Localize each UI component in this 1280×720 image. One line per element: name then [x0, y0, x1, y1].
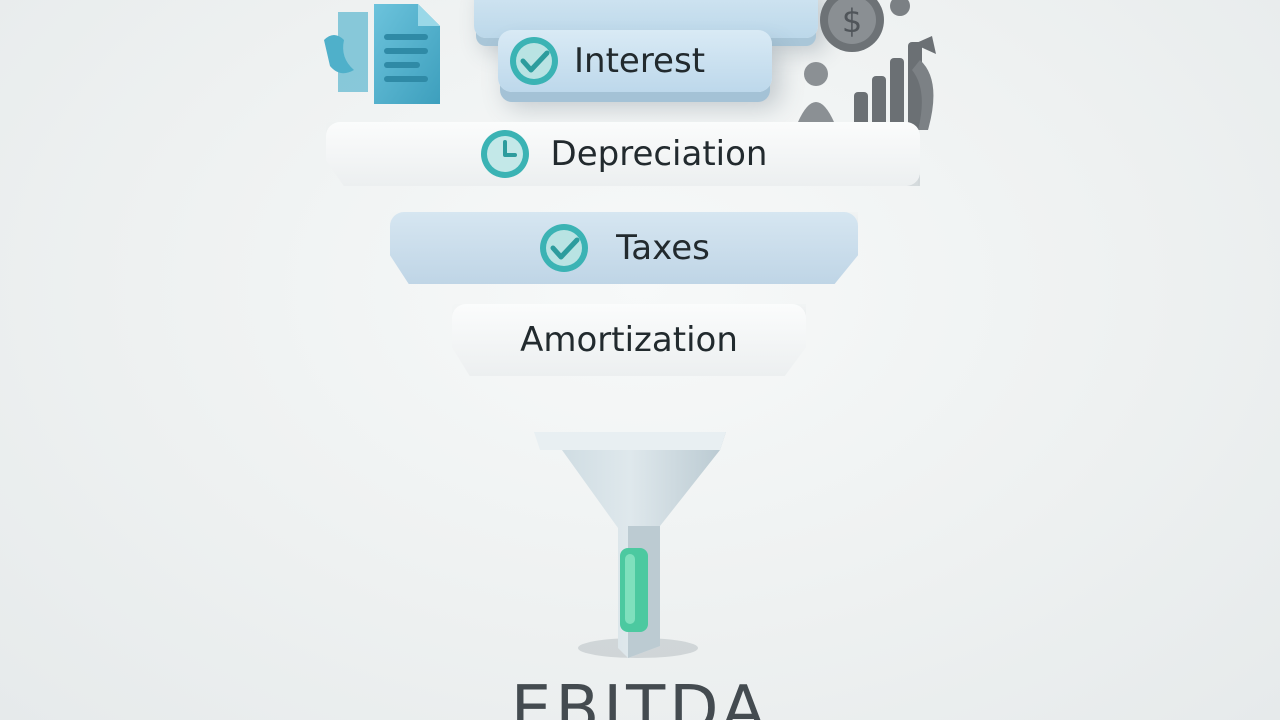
check-circle-icon [540, 224, 589, 272]
document-icon [324, 4, 440, 104]
clock-icon [480, 130, 529, 178]
funnel-spout [534, 432, 726, 658]
funnel-item-amortization: Amortization [452, 304, 806, 376]
funnel-item-depreciation: Depreciation [326, 122, 920, 186]
dollar-coin-icon: $ [820, 0, 884, 52]
finance-icons-cluster: $ [798, 0, 936, 130]
funnel-item-label: Amortization [520, 320, 738, 360]
funnel-item-taxes: Taxes [390, 212, 858, 284]
page-title: EBITDA [510, 678, 770, 720]
funnel-item-interest: Interest [498, 30, 772, 92]
check-circle-icon [510, 37, 558, 85]
funnel-item-label: Depreciation [550, 134, 768, 174]
person-icon [798, 62, 834, 122]
bar-chart-icon [854, 36, 936, 130]
funnel-item-label: Taxes [616, 228, 710, 268]
funnel-item-label: Interest [574, 41, 706, 81]
svg-text:$: $ [842, 2, 862, 40]
